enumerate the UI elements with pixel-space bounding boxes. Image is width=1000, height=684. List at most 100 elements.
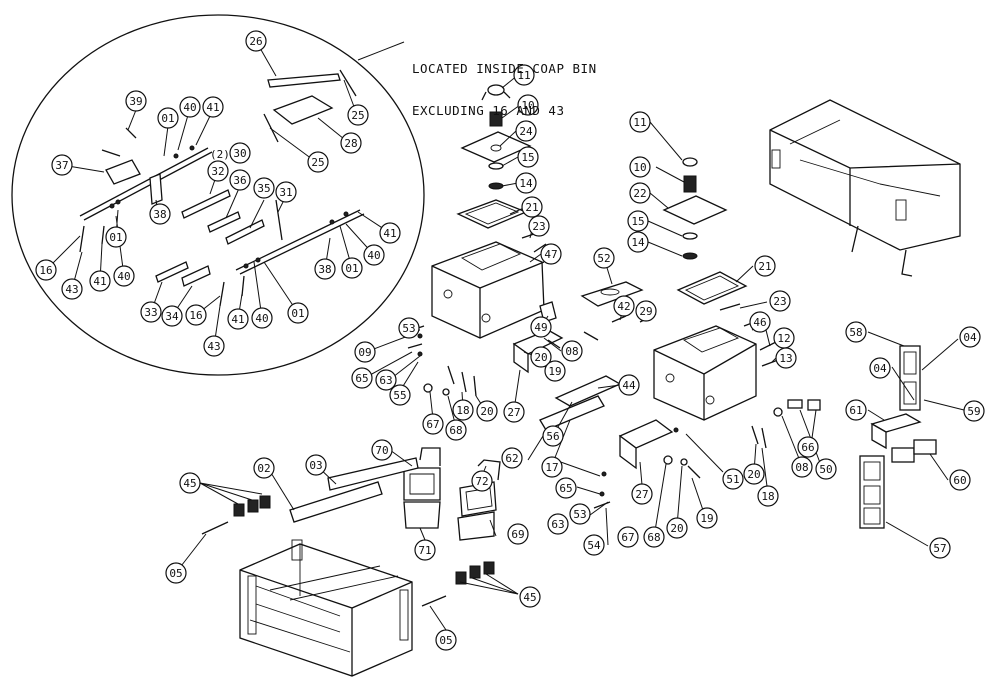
svg-text:67: 67 [621, 531, 634, 544]
balloon-40d: 40 [251, 307, 273, 329]
balloon-33: 33 [140, 301, 162, 323]
balloon-26: 26 [245, 30, 267, 52]
balloon-37: 37 [51, 154, 73, 176]
svg-text:09: 09 [358, 346, 371, 359]
balloon-08: 08 [561, 340, 583, 362]
svg-text:03: 03 [309, 459, 322, 472]
balloon-04b: 04 [869, 357, 891, 379]
balloon-42: 42 [613, 295, 635, 317]
balloon-11b: 11 [629, 111, 651, 133]
svg-text:04: 04 [873, 362, 887, 375]
svg-text:16: 16 [189, 309, 202, 322]
balloon-68b: 68 [643, 526, 665, 548]
balloon-38: 38 [149, 203, 171, 225]
base-frame [239, 539, 413, 677]
svg-text:38: 38 [153, 208, 166, 221]
svg-text:37: 37 [55, 159, 68, 172]
balloon-44: 44 [618, 374, 640, 396]
svg-text:24: 24 [519, 125, 533, 138]
hardware [201, 231, 821, 607]
balloon-69: 69 [507, 523, 529, 545]
balloon-14b: 14 [627, 231, 649, 253]
svg-text:20: 20 [747, 468, 760, 481]
balloon-66: 66 [797, 436, 819, 458]
svg-text:41: 41 [231, 313, 244, 326]
svg-text:56: 56 [546, 430, 559, 443]
balloon-18b: 18 [757, 485, 779, 507]
balloon-21b: 21 [754, 255, 776, 277]
balloon-11: 11 [513, 64, 535, 86]
svg-text:25: 25 [351, 109, 364, 122]
svg-text:04: 04 [963, 331, 977, 344]
balloon-45b: 45 [519, 586, 541, 608]
balloon-05: 05 [165, 562, 187, 584]
svg-text:53: 53 [402, 322, 415, 335]
svg-text:34: 34 [165, 310, 179, 323]
balloon-45: 45 [179, 472, 201, 494]
balloon-18: 18 [452, 399, 474, 421]
svg-text:62: 62 [505, 452, 518, 465]
svg-text:43: 43 [207, 340, 220, 353]
svg-text:60: 60 [953, 474, 966, 487]
balloon-28: 28 [340, 132, 362, 154]
svg-text:35: 35 [257, 182, 270, 195]
balloon-59: 59 [963, 400, 985, 422]
svg-text:19: 19 [548, 365, 561, 378]
svg-text:02: 02 [257, 462, 270, 475]
svg-text:20: 20 [670, 522, 683, 535]
balloon-62: 62 [501, 447, 523, 469]
balloon-14: 14 [515, 172, 537, 194]
balloon-61: 61 [845, 399, 867, 421]
balloon-67b: 67 [617, 526, 639, 548]
balloon-63b: 63 [547, 513, 569, 535]
balloon-24: 24 [515, 120, 537, 142]
svg-text:01: 01 [291, 307, 304, 320]
svg-text:63: 63 [379, 374, 392, 387]
callout-pointer [357, 41, 405, 61]
svg-text:13: 13 [779, 352, 792, 365]
svg-text:54: 54 [587, 539, 601, 552]
balloon-56: 56 [542, 425, 564, 447]
balloon-10: 10 [517, 94, 539, 116]
svg-text:18: 18 [761, 490, 774, 503]
svg-text:65: 65 [355, 372, 368, 385]
hopper-assembly-right [618, 157, 779, 470]
balloon-41b: 41 [379, 222, 401, 244]
callout-note: LOCATED INSIDE COAP BIN EXCLUDING 16 AND… [412, 34, 597, 132]
balloon-25: 25 [347, 104, 369, 126]
balloon-02: 02 [253, 457, 275, 479]
balloon-08b: 08 [791, 456, 813, 478]
balloon-19b: 19 [696, 507, 718, 529]
svg-text:30: 30 [233, 147, 246, 160]
svg-text:63: 63 [551, 518, 564, 531]
svg-text:45: 45 [183, 477, 196, 490]
balloon-12: 12 [773, 327, 795, 349]
balloon-01b: 01 [105, 226, 127, 248]
balloon-04: 04 [959, 326, 981, 348]
svg-text:14: 14 [519, 177, 533, 190]
balloon-53b: 53 [569, 503, 591, 525]
balloon-70: 70 [371, 439, 393, 461]
svg-text:41: 41 [206, 101, 219, 114]
balloon-40c: 40 [363, 244, 385, 266]
balloon-27: 27 [503, 401, 525, 423]
svg-text:58: 58 [849, 326, 862, 339]
svg-text:10: 10 [633, 161, 646, 174]
quantity-note: (2) [210, 148, 230, 161]
balloon-13: 13 [775, 347, 797, 369]
svg-text:29: 29 [639, 305, 652, 318]
svg-text:57: 57 [933, 542, 946, 555]
svg-text:28: 28 [344, 137, 357, 150]
balloon-65b: 65 [555, 477, 577, 499]
svg-text:08: 08 [795, 461, 808, 474]
svg-text:19: 19 [700, 512, 713, 525]
svg-text:01: 01 [161, 112, 174, 125]
balloon-23: 23 [528, 215, 550, 237]
svg-text:41: 41 [383, 227, 396, 240]
svg-text:15: 15 [521, 151, 534, 164]
svg-text:23: 23 [773, 295, 786, 308]
balloon-67: 67 [422, 413, 444, 435]
svg-text:42: 42 [617, 300, 630, 313]
leader-lines [45, 40, 965, 631]
